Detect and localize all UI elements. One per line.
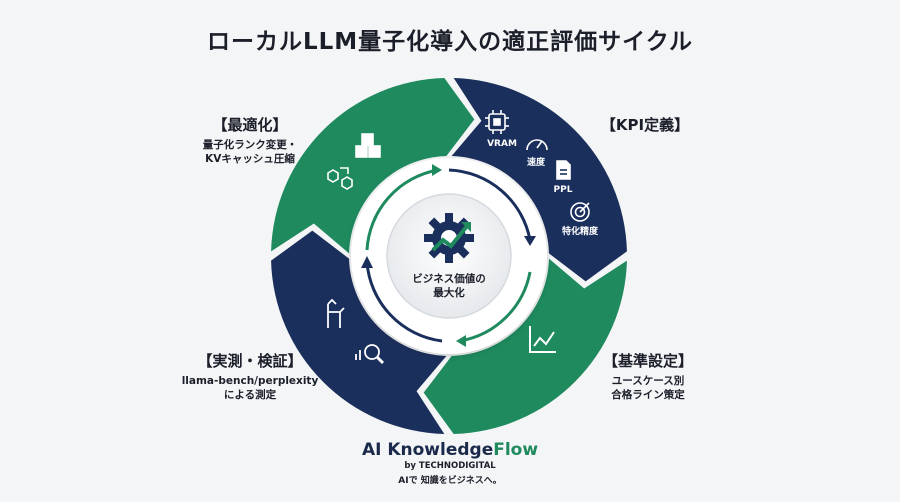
cube-conversion-icon	[327, 167, 353, 190]
segment-measure	[271, 230, 447, 434]
arrow-bottom-right	[459, 271, 532, 343]
baseline-line2: 合格ライン策定	[611, 389, 685, 401]
arrow-bottom-left	[365, 261, 443, 343]
brand-tagline: AIで 知識をビジネスへ。	[398, 476, 502, 486]
optimize-title: 【最適化】	[212, 116, 288, 134]
brand-name: AI KnowledgeFlow	[0, 440, 900, 460]
brand-prefix: AI Knowledge	[361, 440, 494, 460]
metric-speed: 速度	[527, 156, 546, 168]
kpi-label: 【KPI定義】	[580, 114, 710, 138]
hub-line2: 最大化	[433, 286, 465, 299]
brand-footer: AI KnowledgeFlow by TECHNODIGITAL AIで 知識…	[0, 440, 900, 486]
kpi-metric-labels: VRAM 速度 PPL 特化精度	[487, 139, 599, 237]
cycle-arrows	[361, 164, 536, 347]
arrowhead-2	[456, 335, 466, 347]
segment-baseline	[423, 258, 627, 434]
baseline-line1: ユースケース別	[611, 375, 685, 387]
arrow-top-right	[448, 168, 532, 241]
magnifier-chart-icon	[355, 344, 385, 365]
measure-line1: llama-bench/perplexity	[181, 375, 319, 387]
optimize-icons	[327, 133, 381, 190]
baseline-title: 【基準設定】	[602, 352, 693, 370]
document-icon	[556, 160, 571, 180]
measure-icons	[327, 298, 385, 365]
measure-line2: による測定	[223, 389, 277, 401]
arrowhead-3	[361, 256, 373, 268]
gauge-icon	[526, 139, 548, 151]
chip-icon	[485, 110, 509, 134]
target-icon	[570, 202, 590, 222]
gear-growth-icon	[424, 213, 474, 263]
ring-segments	[271, 78, 627, 434]
metric-ppl: PPL	[554, 185, 573, 195]
cubes-icon	[355, 133, 381, 158]
brand-accent: Flow	[493, 440, 539, 460]
page-title: ローカルLLM量子化導入の適正評価サイクル	[206, 29, 694, 55]
measure-title: 【実測・検証】	[197, 352, 303, 370]
hub-line1: ビジネス価値の	[412, 272, 486, 285]
baseline-label: 【基準設定】 ユースケース別 合格ライン策定	[568, 350, 728, 402]
arrowhead-4	[432, 164, 442, 176]
metric-accuracy: 特化精度	[562, 225, 599, 237]
kpi-title: 【KPI定義】	[600, 116, 690, 134]
segment-optimize	[271, 78, 475, 254]
segment-kpi	[451, 78, 627, 282]
optimize-label: 【最適化】 量子化ランク変更・ KVキャッシュ圧縮	[170, 114, 330, 166]
optimize-line1: 量子化ランク変更・	[202, 139, 298, 151]
metric-vram: VRAM	[487, 139, 517, 149]
llama-icon	[327, 298, 345, 328]
brand-by: by TECHNODIGITAL	[404, 461, 496, 471]
line-chart-icon	[529, 326, 556, 353]
measure-label: 【実測・検証】 llama-bench/perplexity による測定	[160, 350, 340, 402]
arrow-top-left	[365, 168, 439, 251]
arrowhead-1	[524, 236, 536, 246]
optimize-line2: KVキャッシュ圧縮	[205, 153, 295, 165]
kpi-icons	[485, 110, 590, 222]
